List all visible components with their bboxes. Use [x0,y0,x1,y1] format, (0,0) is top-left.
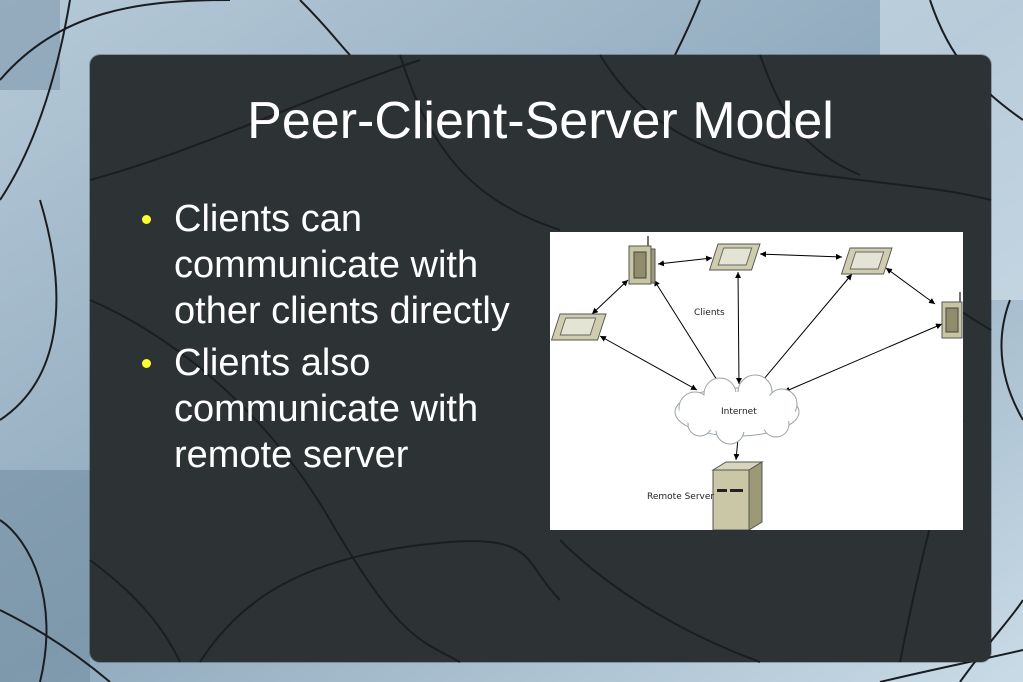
bullet-dot-icon [142,215,151,224]
link-pda1-internet [735,271,742,385]
link-pdaleft-internet [599,335,698,391]
link-pda2-phoneright [885,267,936,305]
link-phone1-pda1 [657,255,713,267]
bullet-item: Clients can communicate with other clien… [140,196,535,334]
link-phone1-internet [653,279,723,389]
phone-icon [941,292,963,339]
network-diagram: Clients Internet Remote Server [550,232,963,530]
bullet-item: Clients also communicate with remote ser… [140,340,535,478]
remote-server-label: Remote Server [647,492,715,502]
slide-title: Peer-Client-Server Model [247,92,834,150]
clients-label: Clients [694,308,725,318]
bullet-dot-icon [142,359,151,368]
phone-icon [628,236,656,285]
link-pda1-pda2 [759,251,843,260]
bullet-list: Clients can communicate with other clien… [140,196,535,484]
internet-label: Internet [721,407,757,417]
bullet-text: Clients also communicate with remote ser… [174,342,479,476]
bullet-text: Clients can communicate with other clien… [174,198,510,332]
link-phoneright-internet [783,323,943,393]
network-diagram-graphic [550,236,963,530]
server-icon [711,461,764,530]
pda-icon [708,243,761,271]
pda-icon [840,247,893,275]
pda-icon [550,313,607,341]
link-phone1-pdaleft [591,279,629,315]
